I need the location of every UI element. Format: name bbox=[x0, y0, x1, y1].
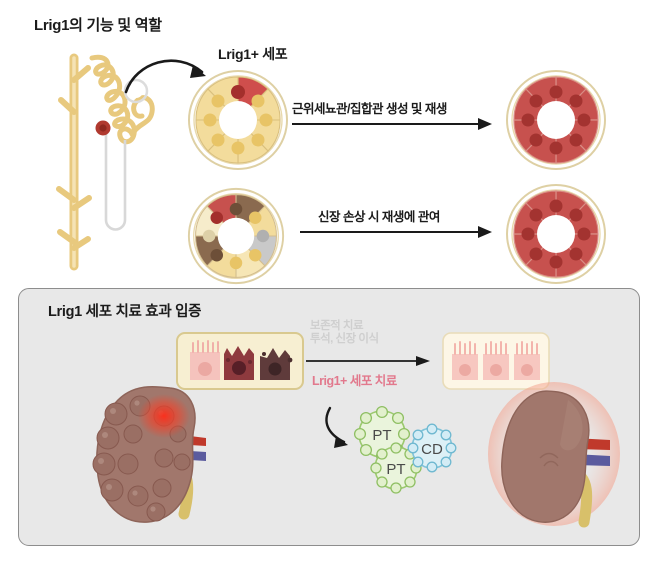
top-arrow-1 bbox=[292, 116, 496, 132]
healthy-tissue-panel bbox=[442, 332, 550, 390]
tubule-regenerated-bottom bbox=[504, 182, 608, 286]
glomerulus-core bbox=[129, 84, 143, 98]
tubule-cross-section-damaged bbox=[186, 186, 286, 286]
diseased-tissue-panel bbox=[176, 332, 304, 390]
healthy-cell-2 bbox=[483, 341, 509, 380]
healthy-cell-1 bbox=[452, 341, 478, 380]
panel-center-arrow bbox=[306, 354, 434, 368]
organoid-cd: CD bbox=[407, 423, 457, 473]
inflammation-spot bbox=[138, 394, 190, 438]
tissue-cell-healthy bbox=[190, 340, 220, 380]
arrow-label-regeneration: 근위세뇨관/집합관 생성 및 재생 bbox=[292, 102, 447, 116]
diseased-kidney bbox=[78, 372, 258, 537]
nephron-to-cell-arrow bbox=[120, 48, 230, 108]
top-arrow-2 bbox=[300, 224, 496, 240]
organoid-label-pt-2: PT bbox=[386, 461, 405, 478]
organoid-inject-arrow bbox=[325, 406, 346, 444]
lrig1-marker-nucleus bbox=[99, 124, 107, 132]
top-section-title: Lrig1의 기능 및 역할 bbox=[34, 17, 162, 34]
lrig1-therapy-label: Lrig1+ 세포 치료 bbox=[312, 374, 397, 388]
conservative-treatment-text: 보존적 치료 투석, 신장 이식 bbox=[310, 320, 379, 346]
organoid-label-pt-1: PT bbox=[372, 427, 391, 444]
organoid-cluster: PT PT bbox=[316, 404, 466, 500]
organoid-label-cd: CD bbox=[421, 441, 443, 458]
healthy-cell-3 bbox=[514, 341, 540, 380]
bottom-panel-title: Lrig1 세포 치료 효과 입증 bbox=[48, 304, 202, 320]
lrig1-positive-cell-label: Lrig1+ 세포 bbox=[218, 46, 288, 62]
tissue-cell-damaged bbox=[224, 346, 254, 380]
tubule-cross-section-normal bbox=[186, 68, 290, 172]
conservative-line-2: 투석, 신장 이식 bbox=[310, 333, 379, 345]
conservative-line-1: 보존적 치료 bbox=[310, 320, 364, 332]
loop-of-henle bbox=[104, 132, 127, 231]
collecting-duct-shape bbox=[56, 53, 92, 271]
tissue-cell-severe bbox=[260, 348, 293, 380]
healthy-kidney bbox=[488, 382, 638, 537]
nephron-diagram bbox=[48, 50, 198, 280]
arrow-label-injury-regeneration: 신장 손상 시 재생에 관여 bbox=[318, 210, 440, 224]
tubule-regenerated-top bbox=[504, 68, 608, 172]
organoid-pt-2: PT bbox=[370, 442, 422, 494]
